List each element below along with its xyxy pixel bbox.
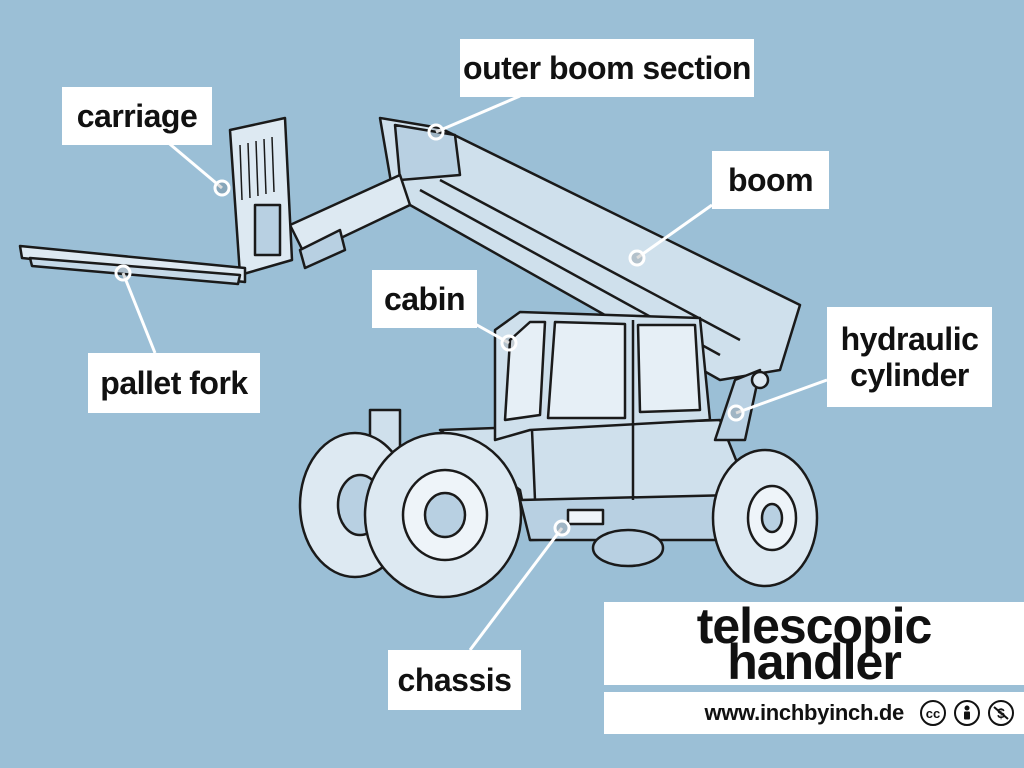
- label-cabin: cabin: [372, 270, 477, 328]
- label-boom: boom: [712, 151, 829, 209]
- label-pallet-fork-text: pallet fork: [100, 365, 248, 401]
- creative-commons-icon: cc: [920, 700, 946, 726]
- label-pallet-fork: pallet fork: [88, 353, 260, 413]
- label-hydraulic-line2: cylinder: [850, 357, 969, 393]
- label-carriage: carriage: [62, 87, 212, 145]
- leader-pallet-fork: [121, 272, 157, 354]
- carriage-drawing: [228, 116, 294, 277]
- noncommercial-icon: $: [988, 700, 1014, 726]
- dot-boom: [628, 249, 646, 267]
- label-carriage-text: carriage: [76, 98, 198, 134]
- dot-cabin: [500, 334, 518, 352]
- dot-hydraulic-cylinder: [727, 404, 745, 422]
- cc-icon-text: cc: [925, 705, 941, 721]
- label-chassis-text: chassis: [397, 662, 512, 698]
- dot-chassis: [553, 519, 571, 537]
- leader-chassis: [468, 527, 564, 651]
- front-left-wheel: [363, 431, 523, 599]
- label-cabin-text: cabin: [383, 281, 466, 317]
- dot-pallet-fork: [114, 264, 132, 282]
- label-boom-text: boom: [727, 162, 814, 198]
- leader-lines: [121, 94, 828, 651]
- leader-boom: [636, 203, 713, 260]
- diagram-title-text: telescopic handler: [696, 597, 933, 690]
- leader-dots: [114, 123, 745, 537]
- dot-carriage: [213, 179, 231, 197]
- leader-carriage: [164, 138, 223, 190]
- pallet-fork-drawing: [18, 244, 247, 286]
- attribution-icon: [954, 700, 980, 726]
- label-outer-boom-section-text: outer boom section: [463, 50, 751, 86]
- diagram-title: telescopic handler: [604, 597, 1024, 690]
- label-hydraulic-cylinder: hydraulic cylinder: [827, 307, 992, 407]
- leader-outer-boom-section: [435, 94, 521, 134]
- front-right-wheel: [591, 528, 665, 568]
- label-outer-boom-section: outer boom section: [460, 39, 754, 97]
- leader-hydraulic-cylinder: [735, 378, 828, 415]
- rear-right-wheel: [711, 448, 819, 588]
- footer-bar: www.inchbyinch.de cc $: [604, 692, 1024, 734]
- cabin-drawing: [493, 310, 712, 501]
- label-hydraulic-line1: hydraulic: [840, 321, 979, 357]
- dot-outer-boom-section: [427, 123, 445, 141]
- label-chassis: chassis: [388, 650, 521, 710]
- website-link[interactable]: www.inchbyinch.de: [704, 700, 905, 725]
